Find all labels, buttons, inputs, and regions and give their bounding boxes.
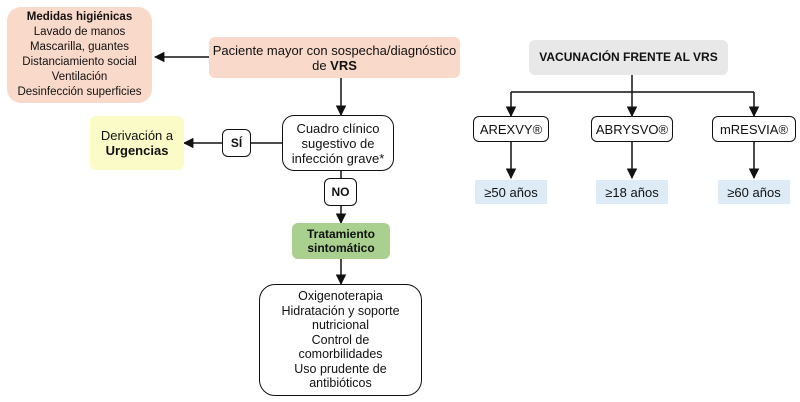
treatment-line: Tratamiento	[306, 227, 375, 241]
measure-line: antibióticos	[309, 376, 372, 391]
no-label-box: NO	[324, 178, 357, 206]
hygiene-item: Lavado de manos	[33, 26, 126, 38]
treatment-box: Tratamiento sintomático	[292, 223, 390, 259]
age-box-arexvy: ≥50 años	[475, 180, 547, 204]
yes-label-box: SÍ	[222, 129, 251, 157]
hygiene-item: Distanciamiento social	[22, 56, 137, 68]
patient-box: Paciente mayor con sospecha/diagnóstico …	[209, 37, 460, 78]
measure-line: Control de	[311, 332, 370, 347]
treatment-line: sintomático	[307, 241, 375, 255]
measure-line: nutricional	[312, 318, 369, 333]
vaccine-box-mresvia: mRESVIA®	[712, 116, 796, 142]
clinical-box: Cuadro clínico sugestivo de infección gr…	[282, 115, 394, 171]
measure-line: Hidratación y soporte	[281, 303, 400, 318]
supportive-measures-box: Oxigenoterapia Hidratación y soporte nut…	[259, 284, 422, 396]
referral-box: Derivación a Urgencias	[90, 116, 184, 170]
yes-label: SÍ	[230, 135, 243, 150]
hygiene-item: Desinfección superficies	[17, 86, 142, 98]
vaccine-name: mRESVIA®	[719, 121, 789, 137]
measure-line: Uso prudente de	[294, 361, 387, 376]
measure-line: Oxigenoterapia	[298, 289, 383, 304]
hygiene-measures-box: Medidas higiénicas Lavado de manos Masca…	[7, 7, 152, 103]
clinical-line: sugestivo de	[301, 135, 375, 151]
measure-line: comorbilidades	[298, 347, 383, 362]
clinical-line: Cuadro clínico	[296, 120, 380, 136]
hygiene-item: Ventilación	[51, 71, 108, 83]
vaccination-title-box: VACUNACIÓN FRENTE AL VRS	[529, 40, 728, 75]
age-box-abrysvo: ≥18 años	[596, 180, 668, 204]
referral-line-2: Urgencias	[105, 143, 169, 158]
age-box-mresvia: ≥60 años	[718, 180, 790, 204]
vaccine-name: AREXVY®	[479, 121, 543, 137]
clinical-line: infección grave*	[291, 150, 385, 166]
no-label: NO	[331, 184, 350, 199]
age-label: ≥50 años	[484, 184, 538, 200]
vrs-label: VRS	[330, 57, 357, 73]
patient-line-2: de VRS	[312, 57, 357, 73]
vaccine-name: ABRYSVO®	[595, 121, 669, 137]
age-label: ≥60 años	[727, 184, 781, 200]
hygiene-title: Medidas higiénicas	[26, 11, 133, 23]
vaccine-box-arexvy: AREXVY®	[473, 116, 549, 142]
patient-line-1: Paciente mayor con sospecha/diagnóstico	[212, 42, 457, 58]
vaccination-title: VACUNACIÓN FRENTE AL VRS	[539, 50, 718, 64]
referral-line-1: Derivación a	[100, 128, 174, 143]
vaccine-box-abrysvo: ABRYSVO®	[591, 116, 673, 142]
hygiene-item: Mascarilla, guantes	[29, 41, 130, 53]
age-label: ≥18 años	[605, 184, 659, 200]
